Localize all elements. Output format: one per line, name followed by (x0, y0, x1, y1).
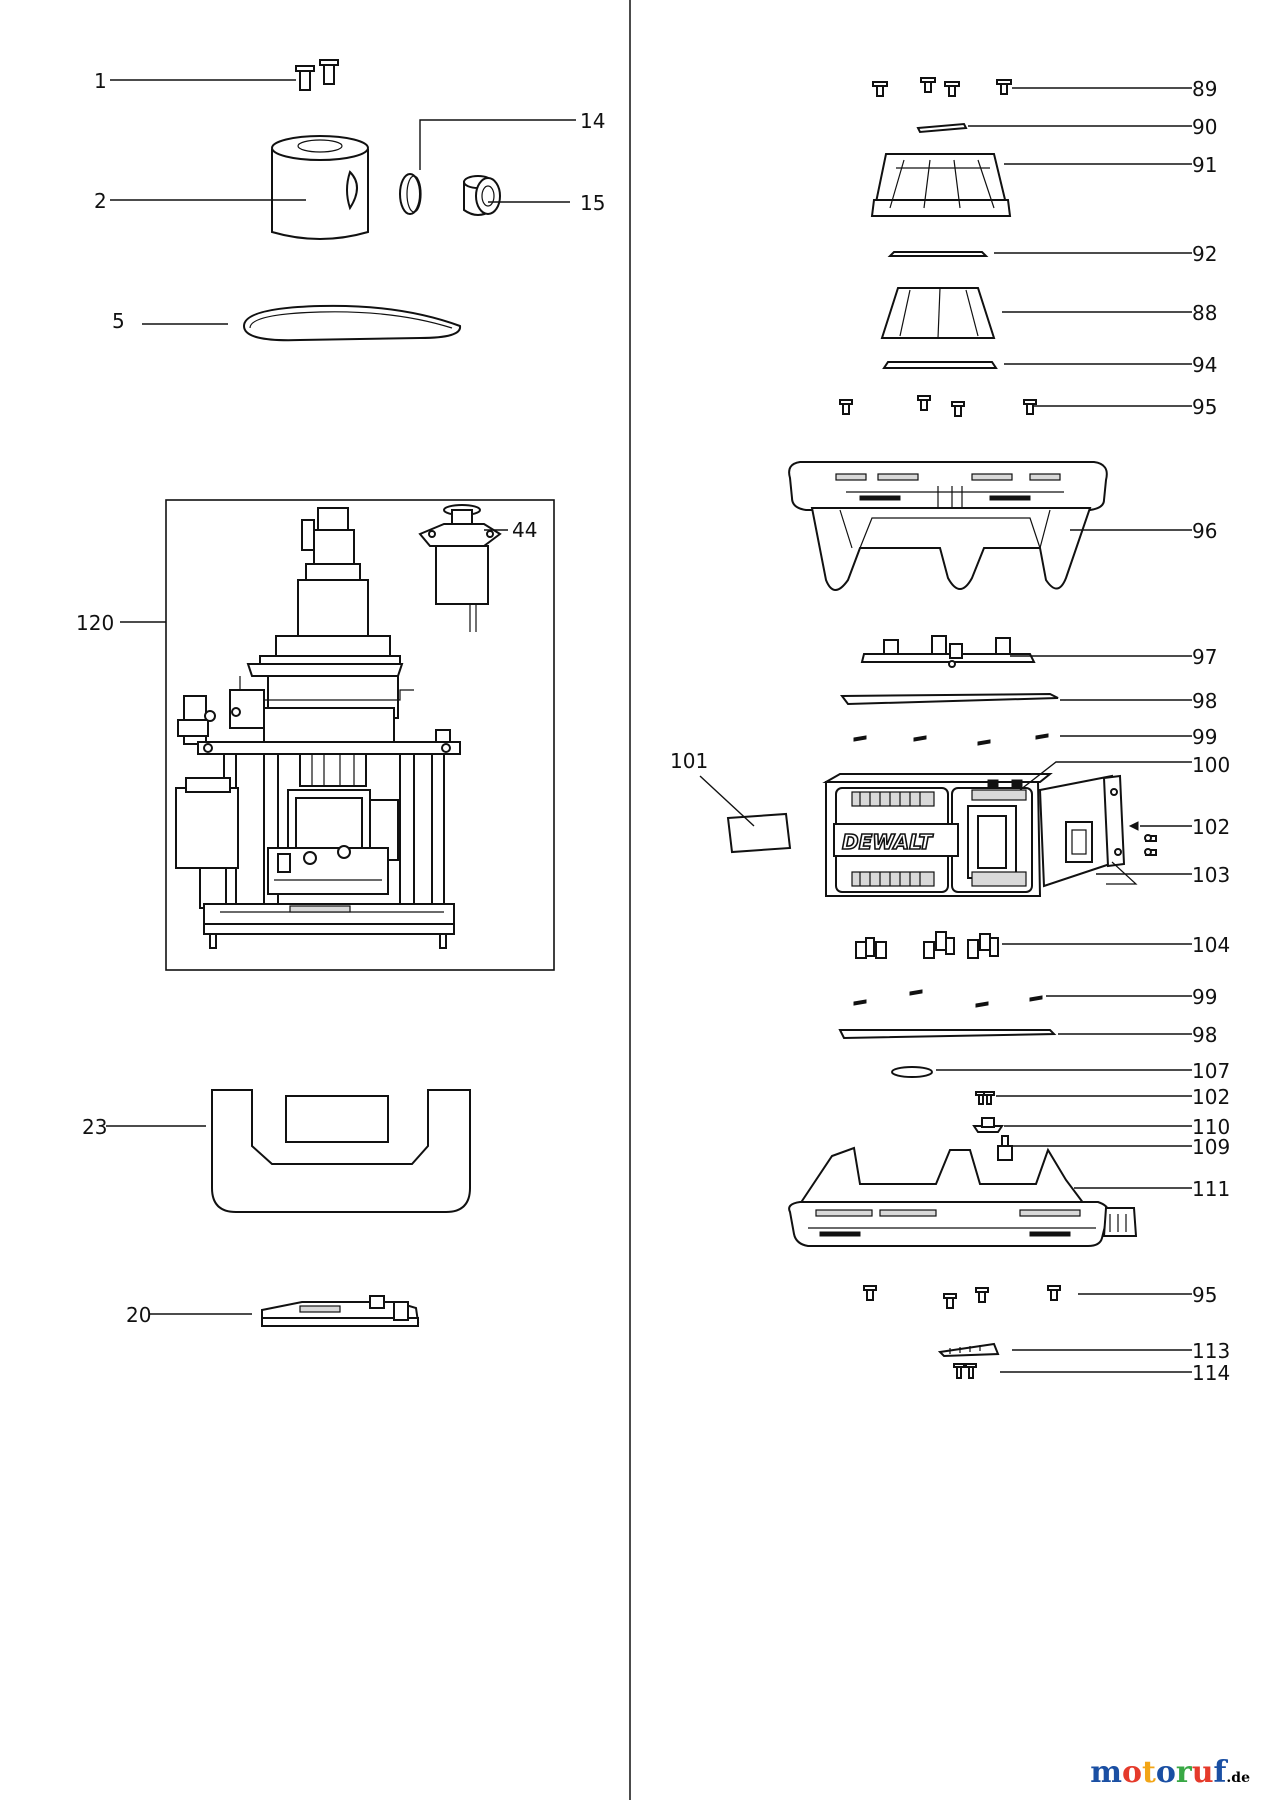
watermark-name: motoruf (1090, 1755, 1227, 1790)
label-96: 96 (1192, 519, 1217, 543)
part-89-screws (872, 77, 1012, 97)
brand-logo: DEWALT (842, 830, 934, 854)
part-20-bracket (261, 1295, 420, 1327)
label-5: 5 (112, 309, 125, 333)
part-44-sensor (418, 504, 502, 632)
label-98-upper: 98 (1192, 689, 1217, 713)
label-1: 1 (94, 69, 107, 93)
part-1-screws (295, 59, 339, 91)
label-91: 91 (1192, 153, 1217, 177)
part-110-nut (972, 1117, 1004, 1133)
part-95-screws-top (839, 395, 1037, 417)
part-94-gasket (882, 361, 998, 369)
label-95-bottom: 95 (1192, 1283, 1217, 1307)
label-99-lower: 99 (1192, 985, 1217, 1009)
label-113: 113 (1192, 1339, 1230, 1363)
part-99-pads-lower (853, 989, 1043, 1008)
label-90: 90 (1192, 115, 1217, 139)
part-111-lower-bumper (788, 1146, 1138, 1247)
part-103-side-door (1038, 774, 1138, 888)
label-2: 2 (94, 189, 107, 213)
part-109-knob (997, 1135, 1013, 1161)
part-114-screws (953, 1363, 977, 1379)
part-113-latch (937, 1342, 1000, 1358)
label-110: 110 (1192, 1115, 1230, 1139)
part-5-gasket (242, 304, 462, 342)
part-104-clips (855, 931, 999, 959)
part-102-screws-lower (975, 1091, 995, 1105)
label-97: 97 (1192, 645, 1217, 669)
part-98-gasket-upper (840, 692, 1059, 706)
label-107: 107 (1192, 1059, 1230, 1083)
label-92: 92 (1192, 242, 1217, 266)
part-2-cap (271, 135, 369, 240)
label-109: 109 (1192, 1135, 1230, 1159)
label-104: 104 (1192, 933, 1230, 957)
part-120-laser-module (175, 507, 461, 949)
part-96-upper-bumper (788, 461, 1108, 591)
part-101-label (726, 812, 792, 854)
label-23: 23 (82, 1115, 107, 1139)
part-15-collar (463, 175, 501, 216)
label-99-upper: 99 (1192, 725, 1217, 749)
part-102-screws-side (1128, 821, 1157, 856)
label-44: 44 (512, 518, 537, 542)
label-89: 89 (1192, 77, 1217, 101)
label-102-lower: 102 (1192, 1085, 1230, 1109)
part-99-pads-upper (853, 733, 1049, 746)
part-107-disc (891, 1066, 933, 1078)
label-102-side: 102 (1192, 815, 1230, 839)
label-95-top: 95 (1192, 395, 1217, 419)
watermark-logo: motoruf.de (1090, 1755, 1250, 1790)
label-15: 15 (580, 191, 605, 215)
part-97-plate (860, 635, 1036, 668)
part-100-center-housing: DEWALT (822, 773, 1053, 897)
part-23-handle (211, 1089, 471, 1213)
label-94: 94 (1192, 353, 1217, 377)
part-14-lens (399, 173, 422, 215)
part-91-top-housing (870, 153, 1012, 217)
label-98-lower: 98 (1192, 1023, 1217, 1047)
label-14: 14 (580, 109, 605, 133)
part-120-frame (165, 499, 555, 971)
label-88: 88 (1192, 301, 1217, 325)
part-95-screws-bottom (863, 1285, 1061, 1309)
part-92-gasket (887, 251, 989, 257)
label-120: 120 (76, 611, 114, 635)
label-114: 114 (1192, 1361, 1230, 1385)
label-103: 103 (1192, 863, 1230, 887)
watermark-tld: .de (1226, 1770, 1250, 1786)
label-101: 101 (670, 749, 708, 773)
part-98-gasket-lower (838, 1029, 1057, 1040)
label-111: 111 (1192, 1177, 1230, 1201)
part-88-window (880, 287, 996, 339)
part-90-strip (916, 122, 968, 134)
label-20: 20 (126, 1303, 151, 1327)
label-100: 100 (1192, 753, 1230, 777)
